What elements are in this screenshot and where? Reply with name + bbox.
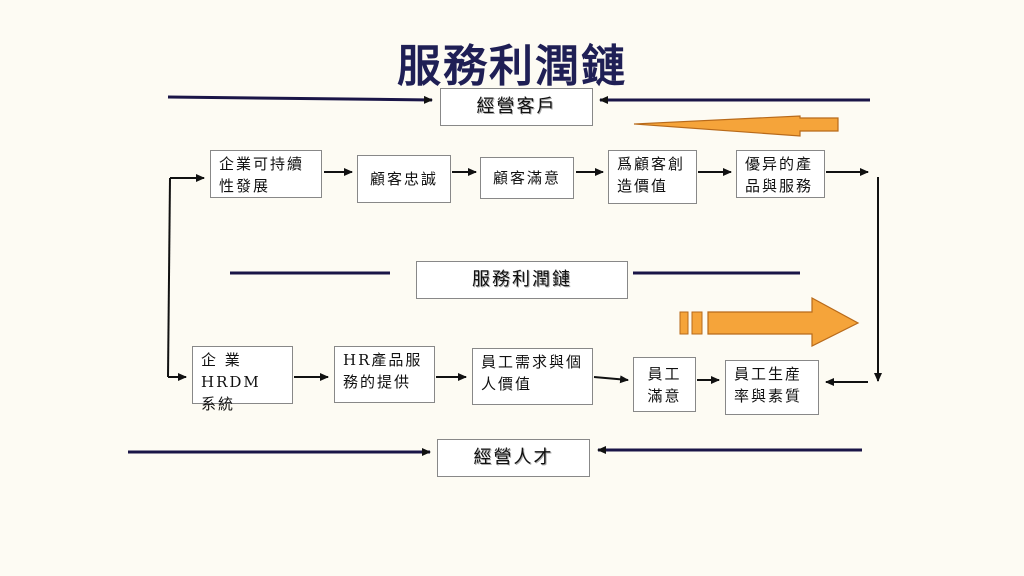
- node-hrdm-system: 企 業 HRDM 系統: [192, 346, 293, 413]
- node-employee-satisfaction: 員工滿意: [633, 357, 696, 412]
- node-employee-productivity: 員工生産率與素質: [725, 360, 819, 415]
- node-employee-needs: 員工需求與個人價值: [472, 348, 593, 405]
- node-customer-loyalty: 顧客忠誠: [357, 155, 451, 203]
- right-orange-arrow: [707, 296, 860, 347]
- talent-header: 經營人才: [437, 439, 590, 477]
- customer-left-arrow: [167, 95, 433, 104]
- node-customer-satisfaction: 顧客滿意: [480, 157, 574, 199]
- node-customer-value: 爲顧客創造價值: [608, 150, 697, 204]
- node-sustainable-development: 企業可持續性發展: [210, 150, 322, 198]
- right-orange-arrow-tab-2: [691, 311, 703, 335]
- node-hr-product-service: HR產品服務的提供: [334, 346, 435, 403]
- left-orange-arrow: [633, 115, 839, 137]
- page-title: 服務利潤鏈: [397, 41, 627, 92]
- node-excellent-products: 優异的產品與服務: [736, 150, 825, 198]
- right-orange-arrow-tab-1: [679, 311, 689, 335]
- customer-header: 經營客戶: [440, 88, 593, 126]
- center-label: 服務利潤鏈: [416, 261, 628, 299]
